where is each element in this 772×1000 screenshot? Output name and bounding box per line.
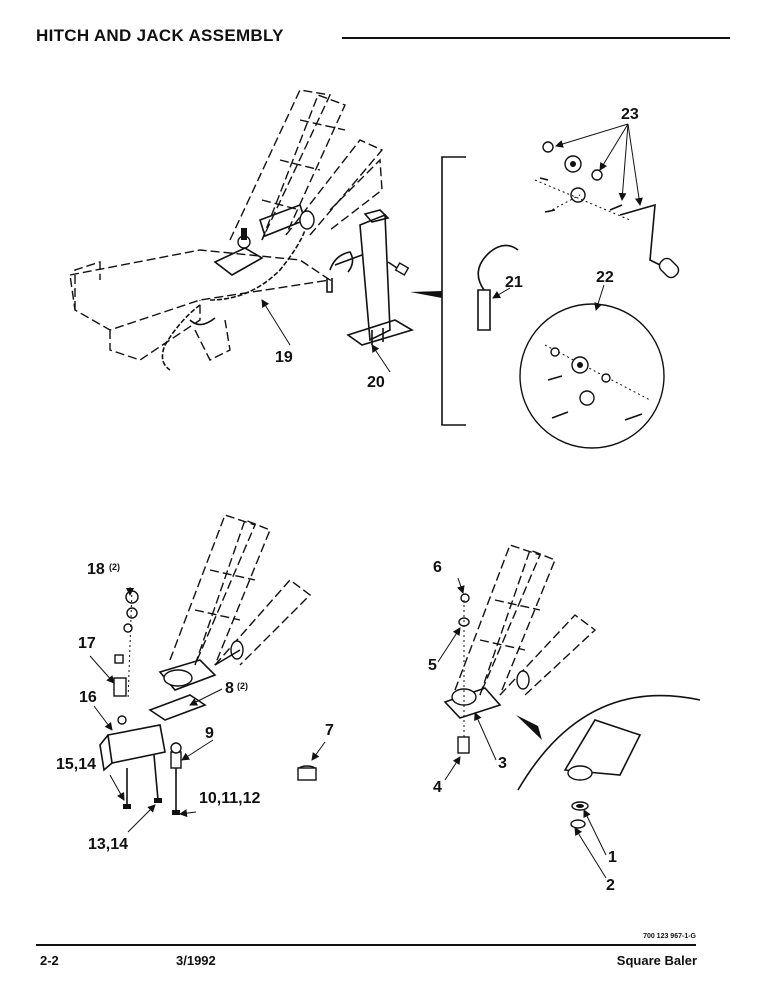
callout-1: 1 <box>608 849 617 866</box>
callout-18-qty: (2) <box>109 562 120 572</box>
header: HITCH AND JACK ASSEMBLY <box>36 26 736 50</box>
callout-8: 8 <box>225 680 234 697</box>
title-rule <box>342 37 730 39</box>
callout-5: 5 <box>428 657 437 674</box>
callout-2: 2 <box>606 877 615 894</box>
callout-21: 21 <box>505 274 523 291</box>
callout-6: 6 <box>433 559 442 576</box>
callout-13-14: 13,14 <box>88 836 128 853</box>
callout-10-11-12: 10,11,12 <box>199 790 261 807</box>
callout-18: 18 <box>87 561 105 578</box>
revision-date: 3/1992 <box>176 953 216 968</box>
callout-17: 17 <box>78 635 96 652</box>
clevis-pin-drawing <box>443 544 701 829</box>
callout-16: 16 <box>79 689 97 706</box>
callout-20: 20 <box>367 374 385 391</box>
callout-22: 22 <box>596 269 614 286</box>
callout-3: 3 <box>498 755 507 772</box>
leader-lines <box>89 123 643 879</box>
model-name: Square Baler <box>616 953 697 968</box>
callout-9: 9 <box>205 725 214 742</box>
drawing-code: 700 123 967-1-G <box>643 933 696 940</box>
detail-circle <box>519 303 665 449</box>
callout-23: 23 <box>621 106 639 123</box>
jack-detail-drawing <box>477 141 680 449</box>
detail-bracket <box>441 156 466 426</box>
callout-7: 7 <box>325 722 334 739</box>
footer-rule <box>36 944 696 946</box>
page-number: 2-2 <box>40 953 59 968</box>
page-title: HITCH AND JACK ASSEMBLY <box>36 26 284 45</box>
detail-arc <box>517 694 701 791</box>
callout-15-14: 15,14 <box>56 756 96 773</box>
detail-pointer <box>410 291 442 298</box>
callout-19: 19 <box>275 349 293 366</box>
callout-4: 4 <box>433 779 442 796</box>
callout-8-qty: (2) <box>237 681 248 691</box>
clevis-exploded-drawing <box>99 514 317 815</box>
hitch-jack-drawing <box>69 89 414 371</box>
